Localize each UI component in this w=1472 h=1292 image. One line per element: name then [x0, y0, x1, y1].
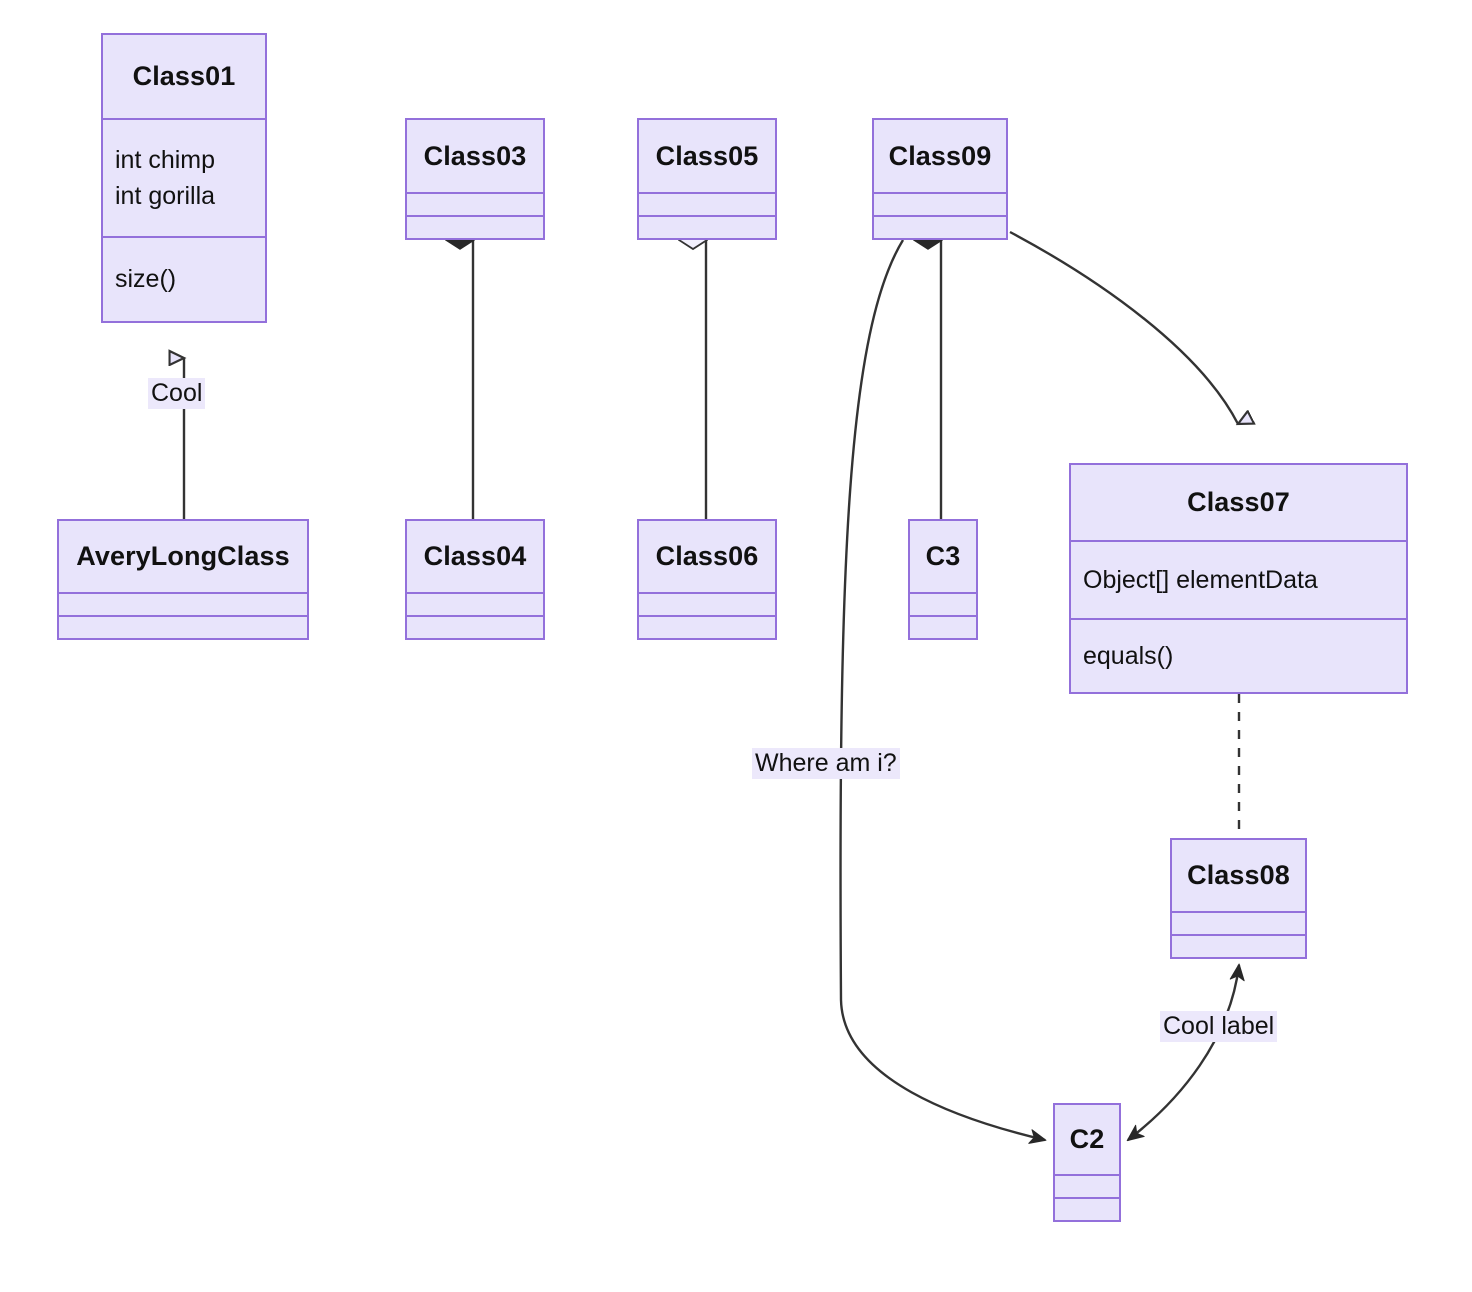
uml-attributes-compartment: Object[] elementData	[1071, 539, 1406, 619]
uml-attributes-compartment	[639, 192, 775, 215]
edge-c2-class08[interactable]	[1126, 963, 1245, 1142]
uml-methods-compartment	[639, 615, 775, 638]
uml-class-name: Class01	[132, 61, 236, 92]
uml-class-name: Class09	[888, 140, 992, 171]
uml-class-class06[interactable]: Class06	[637, 519, 777, 640]
uml-class-name: Class06	[655, 541, 759, 571]
uml-methods-compartment	[59, 615, 307, 638]
uml-attribute: Object[] elementData	[1083, 565, 1318, 594]
uml-class-name: Class04	[423, 541, 527, 571]
uml-attributes-compartment	[1055, 1174, 1119, 1197]
edge-class09-class07[interactable]	[1009, 230, 1238, 424]
edge-label-edge-c2-class08: Cool label	[1160, 1011, 1278, 1042]
uml-attributes-compartment	[59, 592, 307, 615]
uml-method: size()	[115, 265, 177, 294]
uml-attribute: int chimp	[115, 145, 216, 174]
uml-class-averylongclass[interactable]: AveryLongClass	[57, 519, 309, 640]
uml-method: equals()	[1083, 642, 1174, 671]
edge-label-edge-class01-averylongclass: Cool	[148, 378, 206, 409]
uml-attributes-compartment	[1172, 911, 1305, 934]
uml-class-class01[interactable]: Class01 int chimp int gorilla size()	[101, 33, 267, 323]
uml-attributes-compartment	[407, 592, 543, 615]
uml-class-name: Class05	[655, 140, 759, 171]
uml-methods-compartment	[1172, 934, 1305, 957]
uml-methods-compartment: size()	[103, 235, 265, 321]
uml-class-class03[interactable]: Class03	[405, 118, 545, 240]
uml-class-name: Class03	[423, 140, 527, 171]
uml-attributes-compartment	[407, 192, 543, 215]
uml-attributes-compartment	[910, 592, 976, 615]
uml-class-name: C2	[1069, 1124, 1105, 1154]
uml-class-class05[interactable]: Class05	[637, 118, 777, 240]
uml-methods-compartment	[874, 215, 1006, 238]
edge-label-edge-class09-c2: Where am i?	[752, 748, 900, 779]
uml-methods-compartment	[407, 615, 543, 638]
uml-attribute: int gorilla	[115, 182, 216, 210]
uml-methods-compartment	[407, 215, 543, 238]
uml-class-class04[interactable]: Class04	[405, 519, 545, 640]
uml-class-c2[interactable]: C2	[1053, 1103, 1121, 1222]
uml-methods-compartment	[639, 215, 775, 238]
uml-methods-compartment	[910, 615, 976, 638]
uml-methods-compartment	[1055, 1197, 1119, 1220]
uml-class-class08[interactable]: Class08	[1170, 838, 1307, 959]
uml-attributes-compartment: int chimp int gorilla	[103, 118, 265, 235]
edge-class09-c2[interactable]	[839, 239, 1047, 1144]
uml-attributes-compartment	[874, 192, 1006, 215]
uml-class-name: AveryLongClass	[76, 541, 290, 571]
uml-class-class09[interactable]: Class09	[872, 118, 1008, 240]
uml-class-name: Class07	[1187, 486, 1290, 517]
uml-class-name: Class08	[1187, 860, 1290, 890]
uml-class-c3[interactable]: C3	[908, 519, 978, 640]
uml-attributes-compartment	[639, 592, 775, 615]
uml-methods-compartment: equals()	[1071, 618, 1406, 692]
uml-class-name: C3	[925, 541, 961, 571]
